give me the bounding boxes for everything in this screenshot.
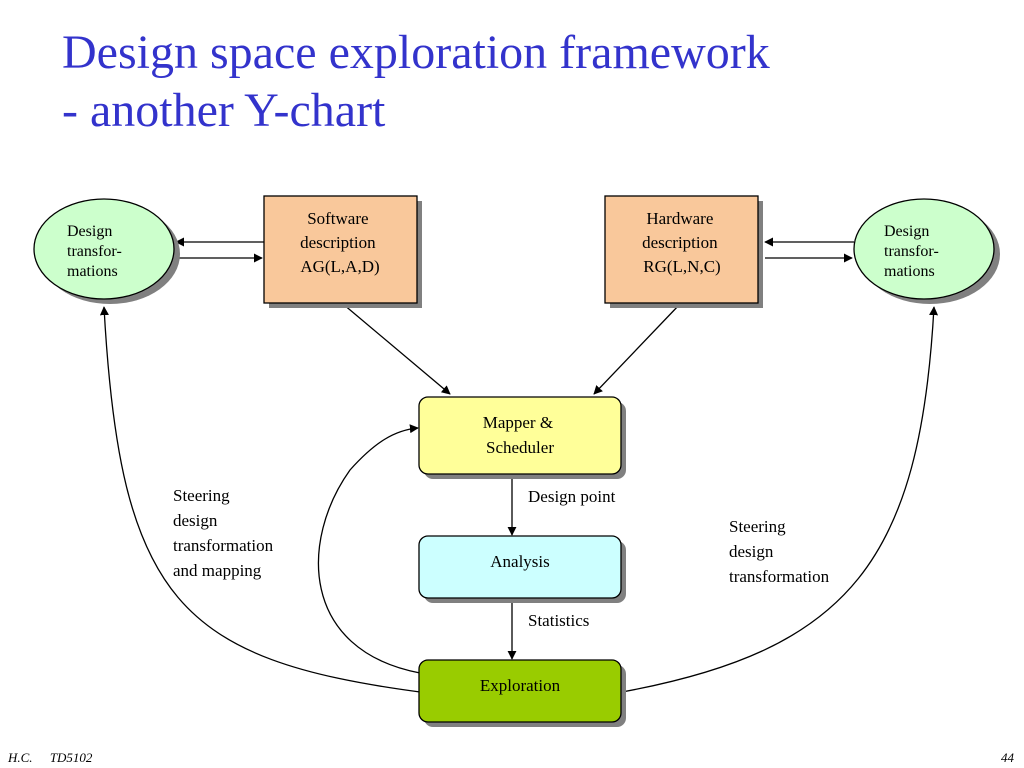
- hardware-line-2: description: [642, 233, 718, 252]
- connectors: [99, 237, 939, 693]
- svg-text:Software description: Software description AG(L,A,D): [300, 209, 380, 276]
- svg-text:Mapper & Scheduler: Mapper & Scheduler: [483, 413, 558, 457]
- exploration-box: Exploration: [418, 659, 622, 723]
- slide-title-line-2: - another Y-chart: [62, 84, 386, 137]
- design-transformations-node-left: Design transfor- mations: [33, 198, 175, 300]
- footer-author: H.C.: [8, 750, 33, 765]
- steering-right-line-1: Steering: [729, 517, 786, 536]
- arrow-exploration-to-mapper: [317, 424, 421, 674]
- software-line-3: AG(L,A,D): [300, 257, 379, 276]
- software-description-box: Software description AG(L,A,D): [263, 195, 418, 304]
- statistics-label: Statistics: [528, 611, 589, 630]
- analysis-label: Analysis: [490, 552, 550, 571]
- exploration-label: Exploration: [480, 676, 561, 695]
- steering-left-label: Steering design transformation and mappi…: [173, 486, 277, 580]
- software-line-2: description: [300, 233, 376, 252]
- arrow-exploration-to-left-node: [99, 306, 421, 693]
- design-transformations-node-right: Design transfor- mations: [853, 198, 995, 300]
- arrow-software-to-mapper: [342, 303, 451, 395]
- mapper-line-2: Scheduler: [486, 438, 554, 457]
- hardware-line-3: RG(L,N,C): [643, 257, 720, 276]
- steering-right-line-3: transformation: [729, 567, 830, 586]
- right-node-line-2: transfor-: [884, 243, 939, 260]
- slide-title: Design space exploration framework - ano…: [62, 24, 1002, 140]
- footer-left: H.C. TD5102: [8, 750, 106, 766]
- slide-title-line-1: Design space exploration framework: [62, 26, 770, 79]
- svg-text:Design transfor- m: Design transfor- mations: [67, 223, 126, 280]
- steering-left-line-2: design: [173, 511, 218, 530]
- steering-right-label: Steering design transformation: [729, 517, 830, 586]
- left-node-line-2: transfor-: [67, 243, 122, 260]
- steering-left-line-1: Steering: [173, 486, 230, 505]
- arrow-hardware-to-mapper: [593, 303, 681, 395]
- svg-text:Hardware description: Hardware description RG(L,N,C): [642, 209, 722, 276]
- right-node-line-1: Design: [884, 223, 929, 240]
- svg-text:Design transfor- m: Design transfor- mations: [884, 223, 943, 280]
- steering-left-line-3: transformation: [173, 536, 274, 555]
- page-number: 44: [1001, 750, 1014, 765]
- arrow-exploration-to-right-node: [621, 306, 939, 693]
- design-point-label: Design point: [528, 487, 616, 506]
- mapper-line-1: Mapper &: [483, 413, 553, 432]
- left-node-line-1: Design: [67, 223, 112, 240]
- steering-left-line-4: and mapping: [173, 561, 262, 580]
- footer-course: TD5102: [49, 750, 93, 765]
- software-line-1: Software: [307, 209, 368, 228]
- mapper-scheduler-box: Mapper & Scheduler: [418, 396, 622, 475]
- right-node-line-3: mations: [884, 263, 935, 280]
- hardware-line-1: Hardware: [646, 209, 713, 228]
- steering-right-line-2: design: [729, 542, 774, 561]
- analysis-box: Analysis: [418, 535, 622, 599]
- hardware-description-box: Hardware description RG(L,N,C): [604, 195, 759, 304]
- left-node-line-3: mations: [67, 263, 118, 280]
